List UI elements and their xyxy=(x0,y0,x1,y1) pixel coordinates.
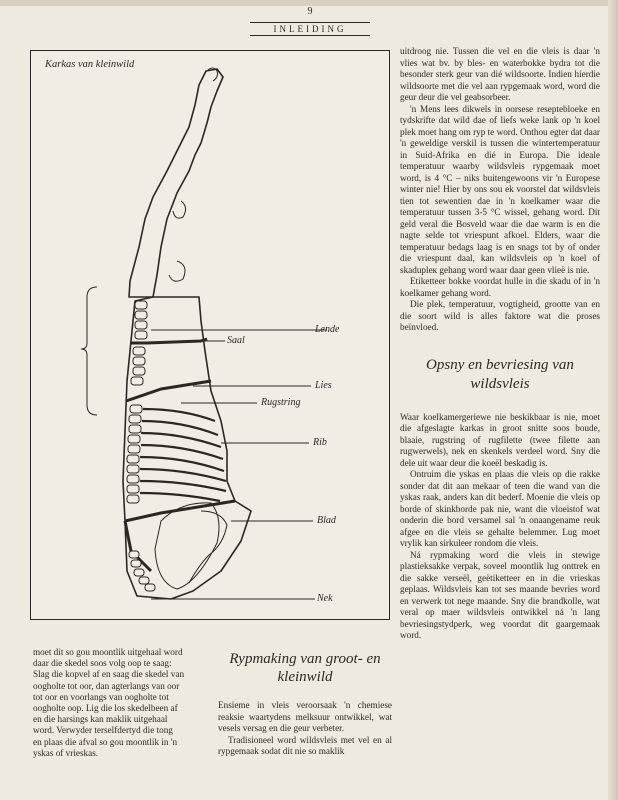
carcass-figure: Karkas van kleinwild xyxy=(30,50,390,620)
hoof xyxy=(206,67,218,82)
paragraph: Waar koelkamergeriewe nie beskikbaar is … xyxy=(400,411,600,468)
vertebra xyxy=(134,300,148,310)
hind-leg-outline xyxy=(128,68,224,298)
text-line: word. Verwyder terselfdertyd die tong xyxy=(33,725,173,736)
paragraph: Ensieme in vleis veroorsaak 'n chemiese … xyxy=(218,700,392,733)
saddle-cut-line xyxy=(131,337,208,345)
leg-bone xyxy=(188,510,228,584)
label-rugstring: Rugstring xyxy=(261,397,301,408)
text-line: en plaas die afval so gou moontlik in 'n xyxy=(33,736,178,747)
ribs-cut-line xyxy=(124,499,236,523)
vertebra xyxy=(130,559,142,568)
vertebra xyxy=(144,583,156,592)
vertebra xyxy=(134,310,148,320)
figure-title: Karkas van kleinwild xyxy=(45,59,135,70)
text-line: yskas of vrieskas. xyxy=(33,747,99,758)
text-line: tot oor en voorlangs van oogholte tot xyxy=(33,691,169,702)
vertebra xyxy=(126,454,140,464)
page-top-edge xyxy=(0,0,618,6)
label-lies: Lies xyxy=(315,380,332,391)
carcass-bracket xyxy=(80,286,98,416)
page-header: 9 INLEIDING xyxy=(250,6,370,36)
vertebra xyxy=(138,576,150,585)
label-nek: Nek xyxy=(317,593,333,604)
label-blad: Blad xyxy=(317,515,336,526)
hip-joint xyxy=(168,260,186,282)
rib xyxy=(139,491,221,503)
paragraph: Tradisioneel word wildsvleis met vel en … xyxy=(218,734,392,757)
vertebra xyxy=(134,330,148,340)
carcass-diagram xyxy=(80,67,327,600)
paragraph: Etiketteer bokke voordat hulle in die sk… xyxy=(400,276,600,298)
vertebra xyxy=(128,424,142,434)
rib xyxy=(140,431,222,449)
section-heading-opsny: Opsny en bevriesing van wildsvleis xyxy=(426,356,574,392)
vertebra xyxy=(127,444,141,454)
vertebra xyxy=(130,376,144,386)
right-column: uitdroog nie. Tussen die vel en die vlei… xyxy=(400,46,600,642)
vertebra xyxy=(126,464,140,474)
text-line: en die harsings kan maklik uitgehaal xyxy=(33,714,168,725)
paragraph: 'n Mens lees dikwels in oorsese resepteb… xyxy=(400,103,600,275)
rib xyxy=(142,407,216,423)
vertebra xyxy=(128,414,142,424)
shoulder-blade xyxy=(154,502,220,590)
rib xyxy=(139,467,227,483)
paragraph: Ontruim die yskas en plaas die vleis op … xyxy=(400,469,600,548)
rib xyxy=(141,419,219,437)
rib xyxy=(140,443,224,461)
paragraph: Ná rypmaking word die vleis in stewige p… xyxy=(400,549,600,641)
loin-cut-line xyxy=(125,379,212,403)
vertebra xyxy=(132,346,146,356)
text-line: Slag die kopvel af en saag die skedel va… xyxy=(33,669,185,680)
vertebra xyxy=(133,568,145,577)
paragraph: uitdroog nie. Tussen die vel en die vlei… xyxy=(400,46,600,102)
page-right-edge xyxy=(608,0,618,800)
paragraph: Die plek, temperatuur, vogtigheid, groot… xyxy=(400,299,600,332)
carcass-outline xyxy=(122,296,252,600)
text-line: daar die skedel soos volg oop te saag: xyxy=(33,658,172,669)
left-column-text: moet dit so gou moontlik uitgehaal word … xyxy=(33,647,211,759)
section-heading-rypmaking: Rypmaking van groot- en kleinwild xyxy=(229,651,381,685)
vertebra xyxy=(128,550,140,559)
middle-column: Rypmaking van groot- en kleinwild Ensiem… xyxy=(218,650,392,758)
rib xyxy=(139,455,225,473)
label-saal: Saal xyxy=(227,335,245,346)
header-rule-top xyxy=(250,22,370,23)
vertebra xyxy=(127,434,141,444)
vertebra xyxy=(134,320,148,330)
label-rib: Rib xyxy=(313,437,327,448)
page-number: 9 xyxy=(307,6,313,17)
text-line: oogholte tot oor, dan agterlangs van oor xyxy=(33,680,180,691)
text-line: moet dit so gou moontlik uitgehaal word xyxy=(33,647,183,657)
vertebra xyxy=(126,484,140,494)
rib xyxy=(139,479,227,493)
vertebra xyxy=(126,494,140,504)
knee-joint xyxy=(172,200,187,219)
vertebra xyxy=(126,474,140,484)
vertebra xyxy=(129,404,143,414)
running-title: INLEIDING xyxy=(273,24,347,34)
header-rule-bottom xyxy=(250,35,370,36)
text-line: oogholte oop. Lig die los skedelbeen af xyxy=(33,703,178,714)
vertebra xyxy=(132,366,146,376)
label-lende: Lende xyxy=(315,324,340,335)
vertebra xyxy=(132,356,146,366)
